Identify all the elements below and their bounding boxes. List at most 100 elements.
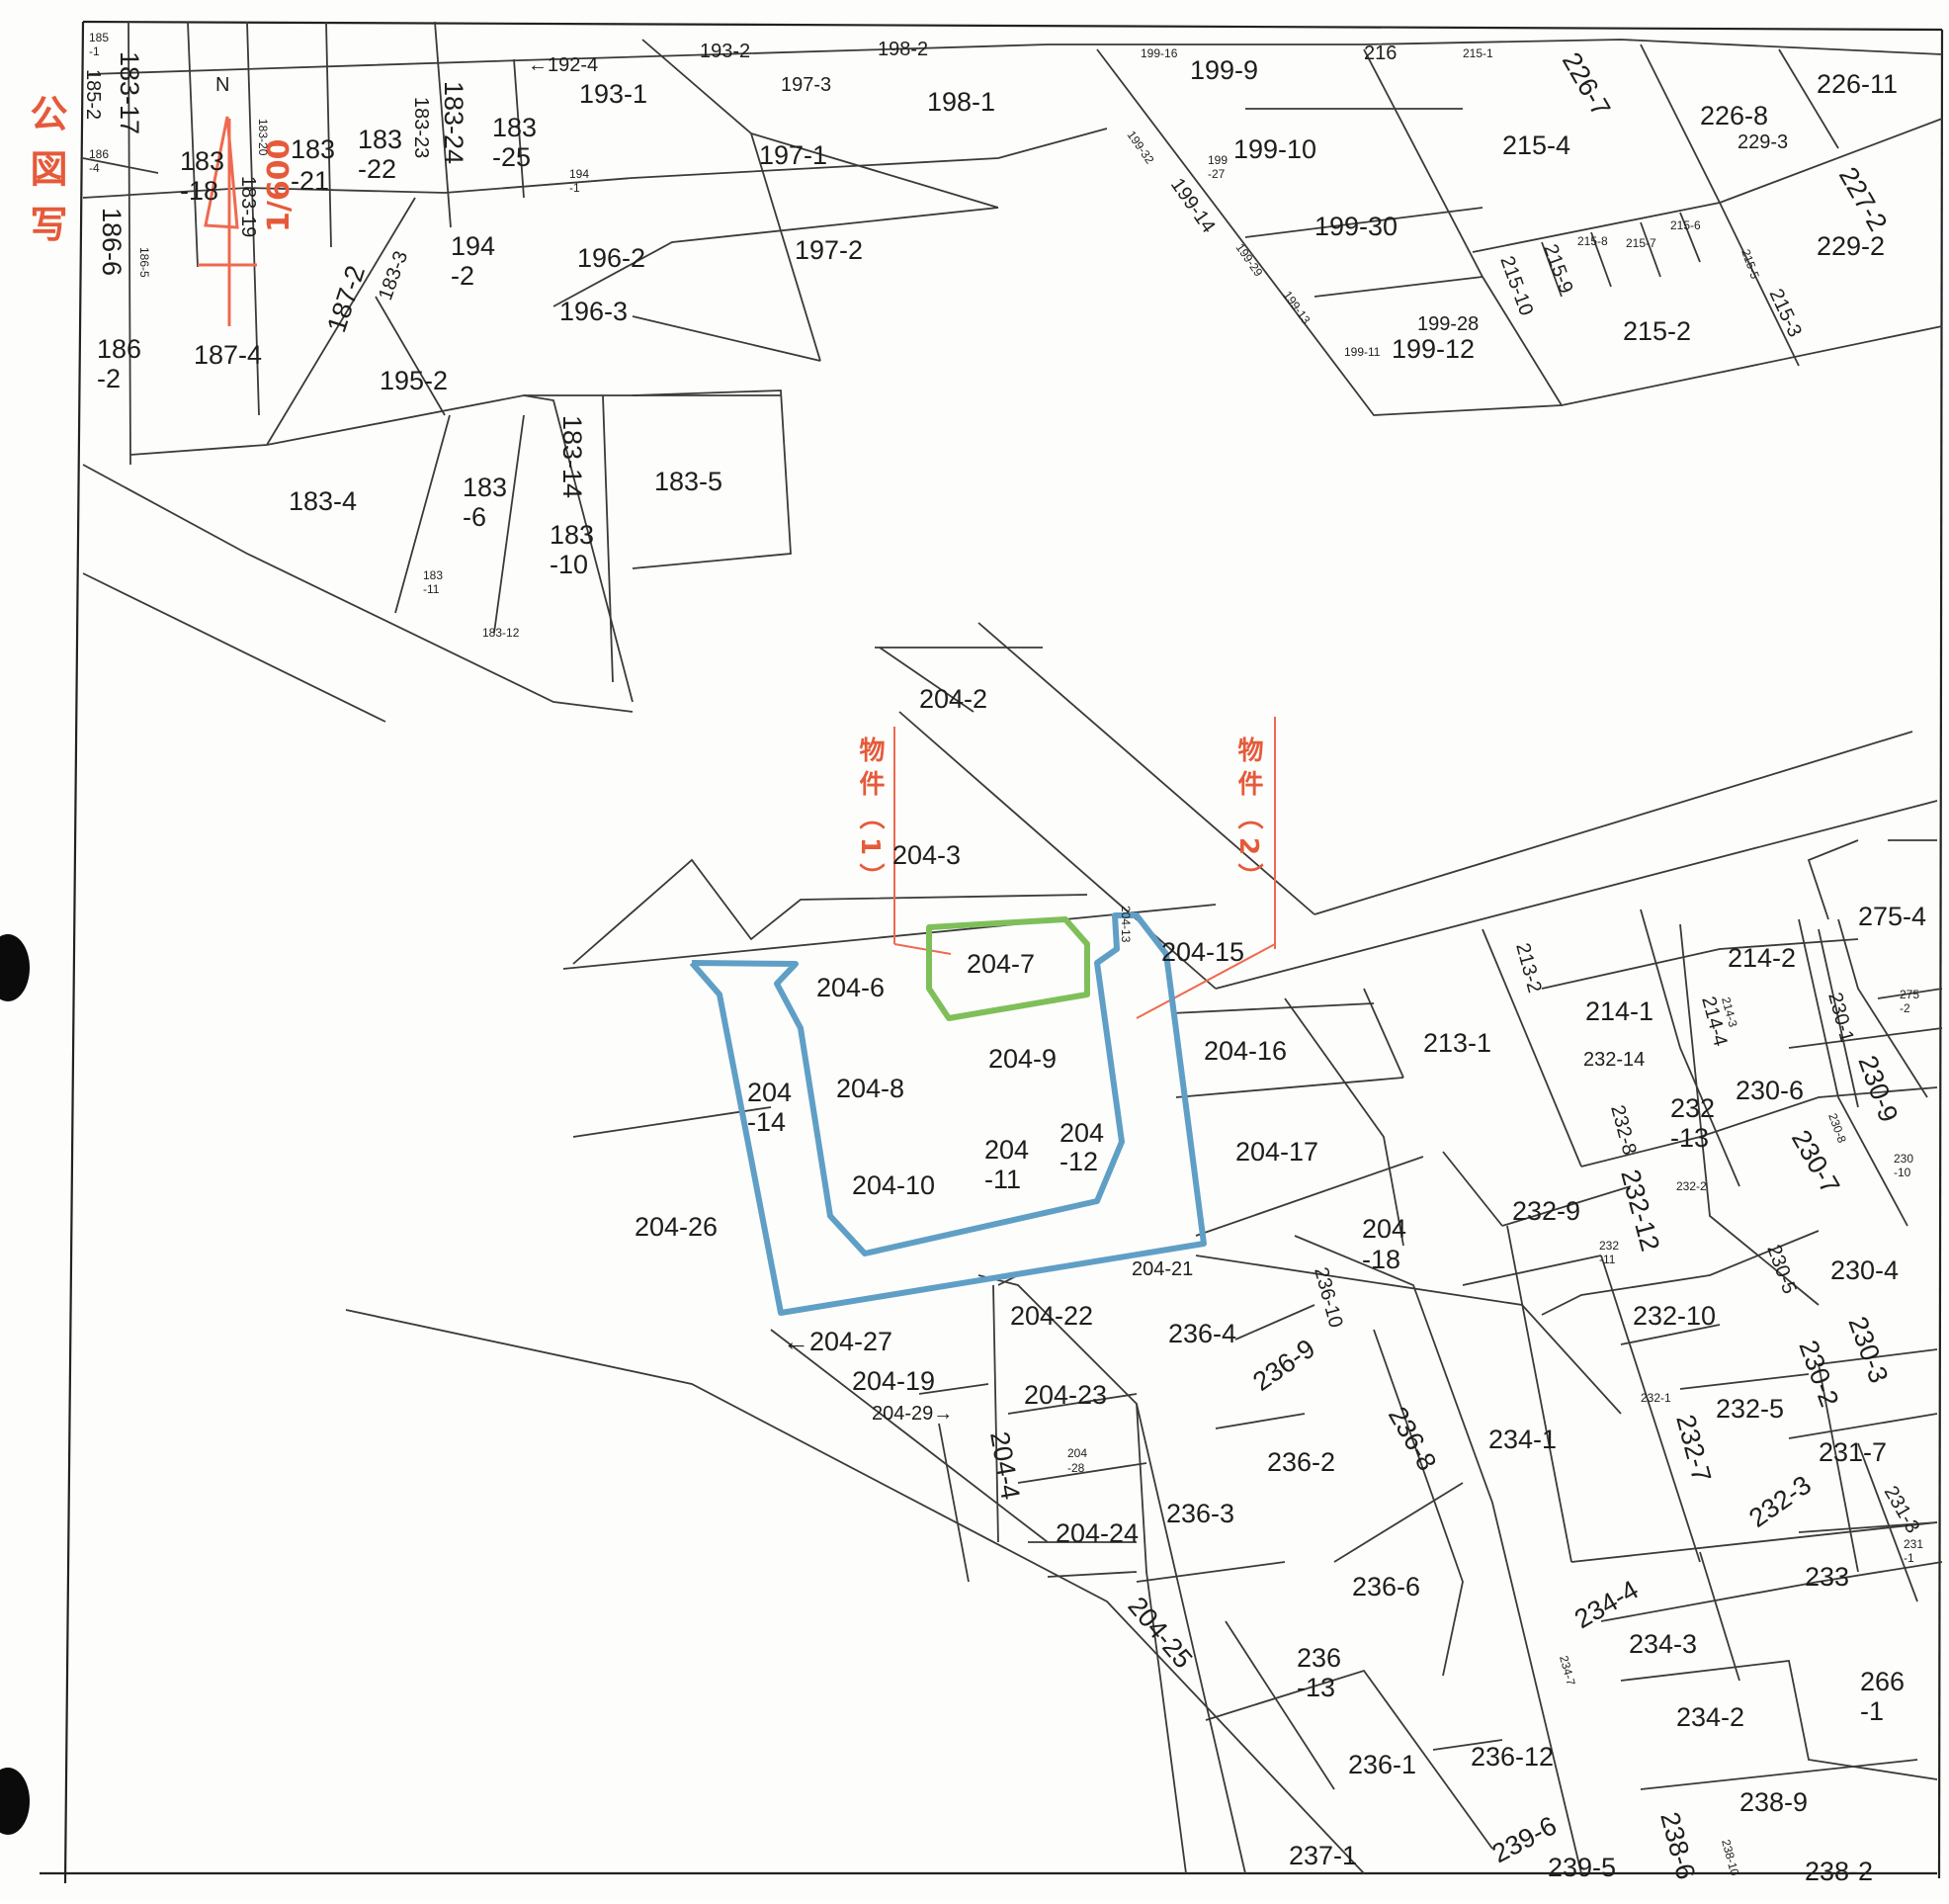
parcel-label: -14 <box>747 1107 786 1137</box>
parcel-label: -1 <box>1860 1696 1884 1726</box>
parcel-label: 236-12 <box>1471 1742 1554 1772</box>
property-markers <box>198 116 1276 1019</box>
parcel-label: 215-8 <box>1577 234 1608 248</box>
parcel-label: -1 <box>1904 1551 1914 1565</box>
parcel-label: 204 <box>984 1135 1029 1165</box>
parcel-label: 187-2 <box>321 262 371 336</box>
parcel-label: 183-12 <box>482 626 520 640</box>
parcel-label: 199-16 <box>1141 46 1178 60</box>
property-1-mark: 物件（1） <box>855 736 885 897</box>
parcel-label: 238-2 <box>1805 1857 1873 1886</box>
parcel-label: -1 <box>569 181 580 195</box>
parcel-label: 193-1 <box>579 79 647 109</box>
parcel-label: -2 <box>451 261 474 291</box>
parcel-label: 183-4 <box>289 486 357 516</box>
parcel-label: 199-12 <box>1392 334 1475 364</box>
parcel-label: 230 <box>1894 1152 1913 1166</box>
parcel-label: 199-9 <box>1190 55 1258 85</box>
parcel-label: 204-15 <box>1161 937 1244 967</box>
parcel-label: 204-2 <box>919 684 987 714</box>
parcel-label: 183 <box>291 134 335 164</box>
parcel-label: 232-12 <box>1615 1167 1665 1255</box>
parcel-label: 213-2 <box>1511 941 1545 995</box>
parcel-label: 199-11 <box>1344 345 1381 359</box>
parcel-label: 183 <box>550 520 594 550</box>
subject-area-outline <box>689 912 1207 1316</box>
parcel-label: 226-8 <box>1700 101 1768 130</box>
parcel-label: 186 <box>97 334 141 364</box>
parcel-label: 199-14 <box>1166 174 1220 237</box>
parcel-label: 204-26 <box>635 1212 718 1242</box>
scale-label: 1/600 <box>262 139 297 232</box>
parcel-label: 232-1 <box>1641 1391 1671 1405</box>
parcel-label: 215-3 <box>1764 286 1806 341</box>
parcel-label: 183-5 <box>654 467 722 496</box>
parcel-label: -18 <box>180 176 218 206</box>
parcel-label: 183-24 <box>439 81 468 164</box>
parcel-label: 234-4 <box>1569 1575 1644 1635</box>
parcel-label: 236-9 <box>1247 1334 1320 1397</box>
parcel-label: 204-6 <box>816 973 885 1002</box>
parcel-label: 232-8 <box>1606 1103 1640 1158</box>
parcel-label: 183-20 <box>256 119 270 156</box>
parcel-label: 204 <box>1059 1118 1104 1148</box>
parcel-label: 198-1 <box>927 87 995 117</box>
parcel-label: 193-2 <box>700 41 750 62</box>
parcel-label: 236-1 <box>1348 1750 1416 1779</box>
parcel-label: 232 <box>1670 1093 1715 1123</box>
parcel-label: 199-10 <box>1233 134 1316 164</box>
parcel-label: 204-22 <box>1010 1301 1093 1331</box>
parcel-label: 183-23 <box>410 97 432 158</box>
parcel-label: 199-13 <box>1281 289 1313 327</box>
parcel-label: 231 <box>1904 1537 1923 1551</box>
side-title: 公図写 <box>24 94 67 260</box>
parcel-label: 197-2 <box>795 235 863 265</box>
parcel-label: 230-4 <box>1830 1255 1899 1285</box>
parcel-label: 232-9 <box>1512 1196 1580 1226</box>
parcel-label: 183 <box>463 473 507 502</box>
parcel-label: 238-9 <box>1739 1787 1808 1817</box>
parcel-label: -10 <box>550 550 588 579</box>
parcel-label: 236-8 <box>1383 1402 1443 1476</box>
parcel-label: -13 <box>1297 1673 1335 1702</box>
north-label: N <box>215 74 229 96</box>
parcel-label: 229-2 <box>1817 231 1885 261</box>
parcel-label: -2 <box>1900 1001 1910 1015</box>
parcel-label: 186 <box>89 147 109 161</box>
parcel-label: -28 <box>1067 1461 1085 1475</box>
parcel-label: 236-3 <box>1166 1499 1234 1528</box>
parcel-label: 234-2 <box>1676 1702 1744 1732</box>
parcel-label: -21 <box>291 166 329 196</box>
parcel-label: 233 <box>1805 1562 1849 1592</box>
parcel-label: 204-9 <box>988 1044 1057 1074</box>
parcel-label: 204 <box>1362 1214 1406 1244</box>
parcel-label: 198-2 <box>878 39 928 60</box>
parcel-label: 214-2 <box>1728 943 1796 973</box>
parcel-label: -11 <box>423 582 440 596</box>
parcel-label: -11 <box>984 1165 1021 1194</box>
parcel-label: -2 <box>97 364 121 393</box>
parcel-label: 215-2 <box>1623 316 1691 346</box>
parcel-label: -25 <box>492 142 531 172</box>
parcel-label: ←192-4 <box>528 54 598 76</box>
parcel-label: 196-3 <box>559 297 628 326</box>
parcel-label: 230-6 <box>1736 1076 1804 1105</box>
parcel-label: 204-4 <box>984 1429 1026 1502</box>
parcel-label: 215-4 <box>1502 130 1570 160</box>
parcel-label: 185-2 <box>82 69 104 120</box>
parcel-label: -18 <box>1362 1245 1400 1274</box>
parcel-label: 204-16 <box>1204 1036 1287 1066</box>
parcel-label: 236-6 <box>1352 1572 1420 1601</box>
property-1-outline <box>926 916 1090 1021</box>
parcel-label: 204-17 <box>1235 1137 1318 1167</box>
parcel-label: 204-23 <box>1024 1380 1107 1410</box>
parcel-label: 227-2 <box>1833 162 1894 236</box>
parcel-label: 183 <box>423 568 443 582</box>
parcel-label: 234-7 <box>1557 1654 1578 1688</box>
parcel-label: 226-11 <box>1817 69 1898 99</box>
parcel-label: 230-8 <box>1825 1111 1849 1145</box>
parcel-label: 204-29→ <box>872 1403 953 1425</box>
parcel-label: 232-3 <box>1743 1470 1817 1533</box>
parcel-label: -13 <box>1670 1123 1709 1153</box>
